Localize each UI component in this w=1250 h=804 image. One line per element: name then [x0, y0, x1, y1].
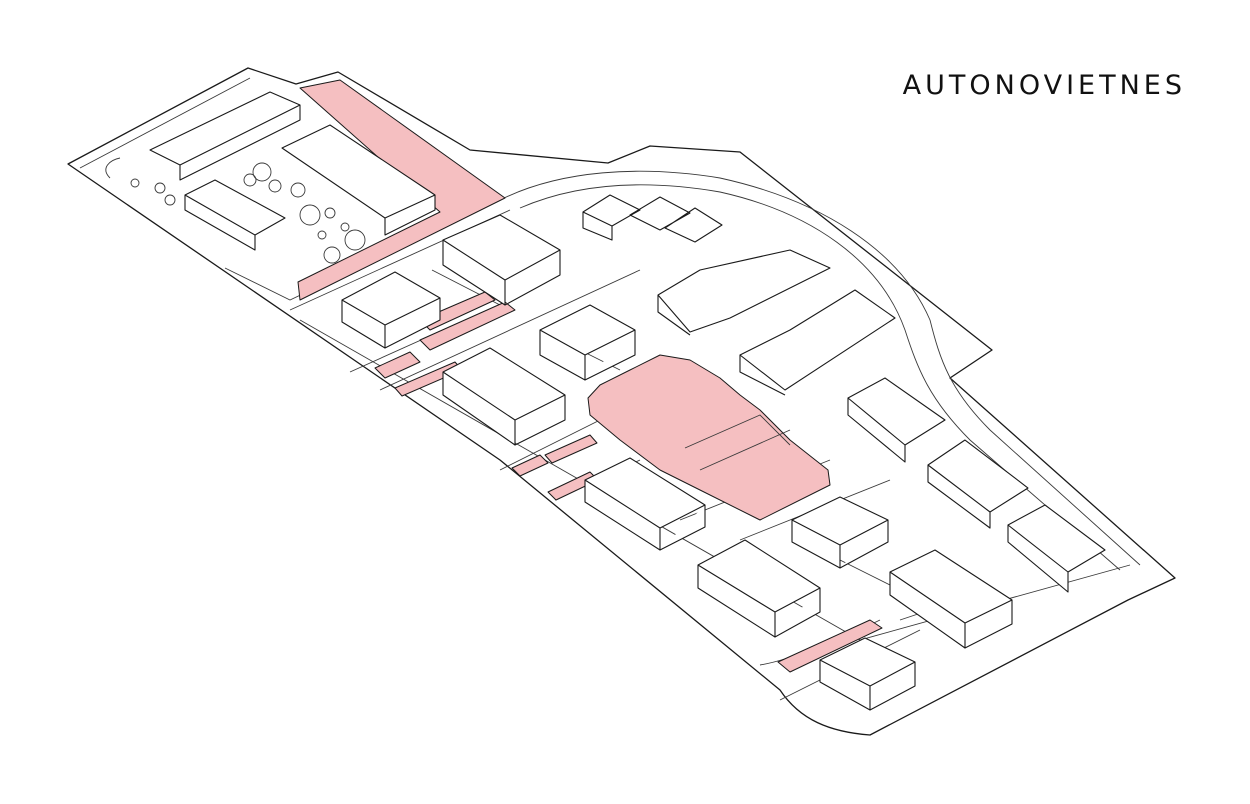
houses-north: [582, 194, 723, 243]
row-houses-2: [739, 289, 896, 396]
diagram-title: AUTONOVIETNES: [902, 70, 1186, 101]
block-8: [889, 549, 1013, 649]
highlight-strip-c: [419, 301, 516, 351]
block-1: [442, 214, 561, 306]
highlight-strip-b: [374, 351, 421, 379]
highlight-strip-f: [544, 434, 598, 464]
trees: [130, 162, 366, 264]
block-5: [584, 457, 706, 551]
block-2: [341, 271, 441, 349]
block-6: [791, 496, 889, 569]
block-3: [539, 304, 636, 381]
building-nw-long: [149, 91, 301, 181]
highlight-strip-north: [297, 79, 506, 301]
site-boundary: [67, 67, 1176, 736]
block-7: [697, 539, 821, 638]
row-houses-1: [657, 249, 831, 336]
highlight-strip-e: [511, 454, 549, 477]
highlight-strip-south: [777, 619, 883, 673]
row-houses-3: [847, 377, 946, 463]
buildings: [149, 91, 1106, 711]
block-9: [819, 637, 916, 711]
building-nw-low: [184, 179, 286, 251]
building-nw-hall: [281, 124, 436, 236]
row-houses-5: [1007, 504, 1106, 593]
row-houses-4: [927, 439, 1029, 529]
block-4: [442, 347, 566, 446]
